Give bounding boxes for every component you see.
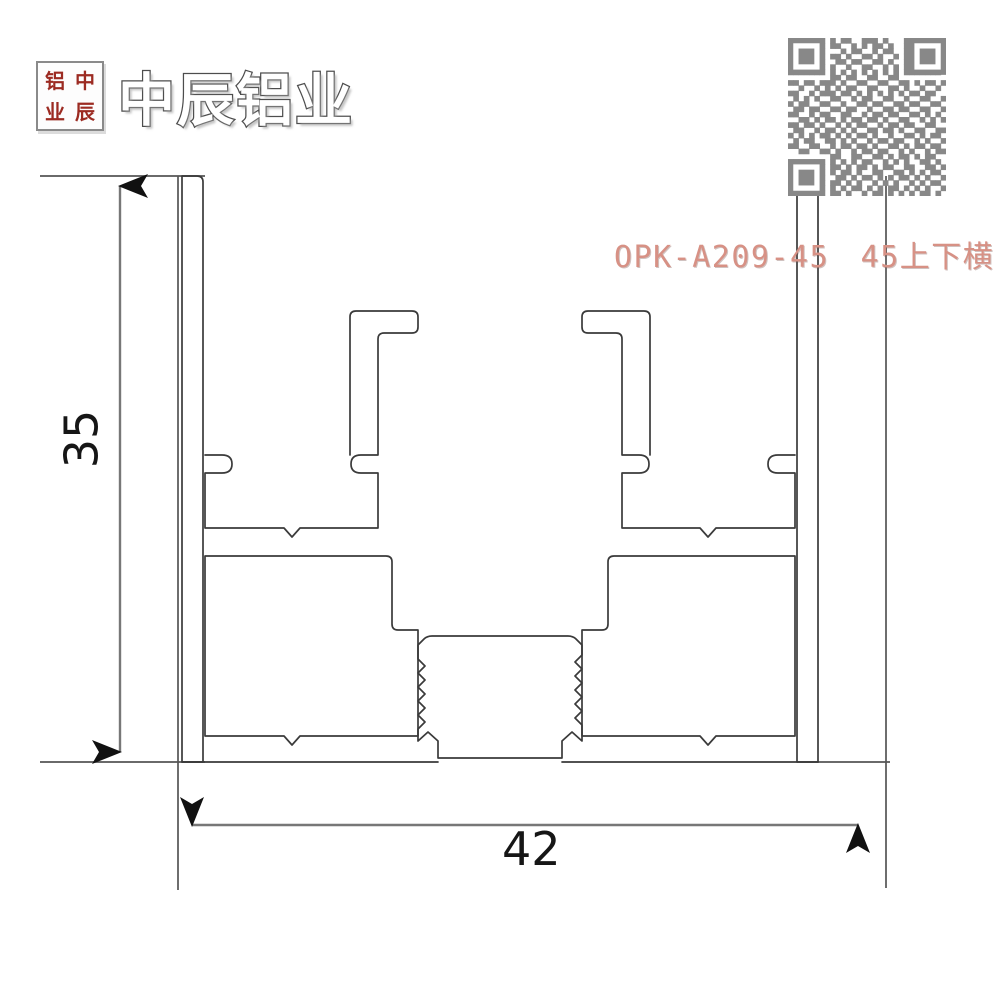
left-outer-wall [181, 175, 204, 763]
left-upper-fin [204, 310, 419, 538]
seal-char-1: 铝 [45, 68, 65, 93]
dimension-35-label: 35 [54, 409, 109, 469]
brand-logo: 铝 中 业 辰 中辰铝业 [36, 55, 354, 137]
center-bridge [417, 635, 583, 759]
product-label: OPK-A209-45 45上下横 [614, 240, 995, 275]
left-chamber [204, 555, 419, 746]
right-chamber [581, 555, 796, 746]
dimension-lines [40, 175, 890, 890]
dimension-42-label: 42 [502, 822, 561, 876]
company-name: 中辰铝业 [117, 67, 354, 136]
right-upper-fin [581, 310, 796, 538]
seal-char-3: 业 [45, 99, 65, 124]
company-seal-stamp: 铝 中 业 辰 [36, 61, 104, 131]
qr-code[interactable] [788, 38, 946, 196]
seal-char-4: 辰 [75, 99, 95, 124]
seal-char-2: 中 [75, 68, 95, 93]
